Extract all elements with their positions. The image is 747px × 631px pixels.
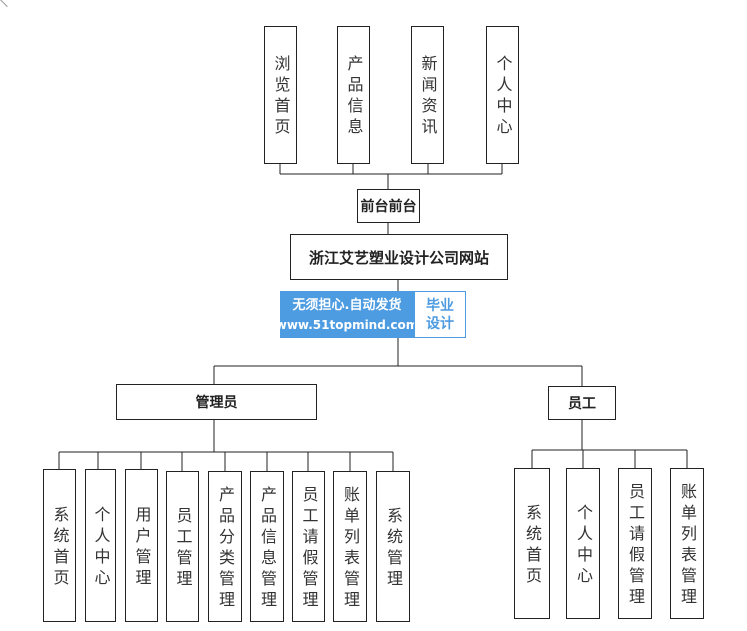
admin-module-staff-management: 员工管理 xyxy=(166,471,199,622)
frontend-node: 前台前台 xyxy=(357,189,420,223)
admin-module-product-info: 产品信息管理 xyxy=(250,471,284,622)
admin-module-leave-management: 员工请假管理 xyxy=(292,471,325,622)
admin-module-product-category: 产品分类管理 xyxy=(208,471,242,622)
admin-module-personal-center: 个人中心 xyxy=(85,469,116,622)
watermark-side2: 设计 xyxy=(426,315,454,332)
watermark-line2: www.51topmind.com xyxy=(275,317,419,332)
front-module-browse-home: 浏览首页 xyxy=(264,26,297,164)
staff-module-bill-list: 账单列表管理 xyxy=(670,468,704,619)
admin-module-user-management: 用户管理 xyxy=(125,469,158,622)
admin-module-bill-list: 账单列表管理 xyxy=(333,471,367,622)
watermark-side: 毕业 设计 xyxy=(414,291,466,338)
staff-node: 员工 xyxy=(548,386,616,420)
front-module-personal-center: 个人中心 xyxy=(486,26,519,164)
front-module-product-info: 产品信息 xyxy=(337,26,370,164)
admin-module-system-management: 系统管理 xyxy=(376,471,410,622)
front-module-news: 新闻资讯 xyxy=(411,26,444,164)
root-node: 浙江艾艺塑业设计公司网站 xyxy=(290,234,508,280)
staff-module-system-home: 系统首页 xyxy=(514,468,550,619)
watermark-badge: 无须担心.自动发货 www.51topmind.com 毕业 设计 xyxy=(276,291,466,338)
watermark-main: 无须担心.自动发货 www.51topmind.com xyxy=(276,291,418,338)
staff-module-leave-management: 员工请假管理 xyxy=(618,468,652,619)
watermark-side1: 毕业 xyxy=(426,297,454,314)
staff-module-personal-center: 个人中心 xyxy=(566,468,600,619)
admin-node: 管理员 xyxy=(116,384,317,420)
admin-module-system-home: 系统首页 xyxy=(43,469,76,622)
watermark-line1: 无须担心.自动发货 xyxy=(292,297,402,313)
